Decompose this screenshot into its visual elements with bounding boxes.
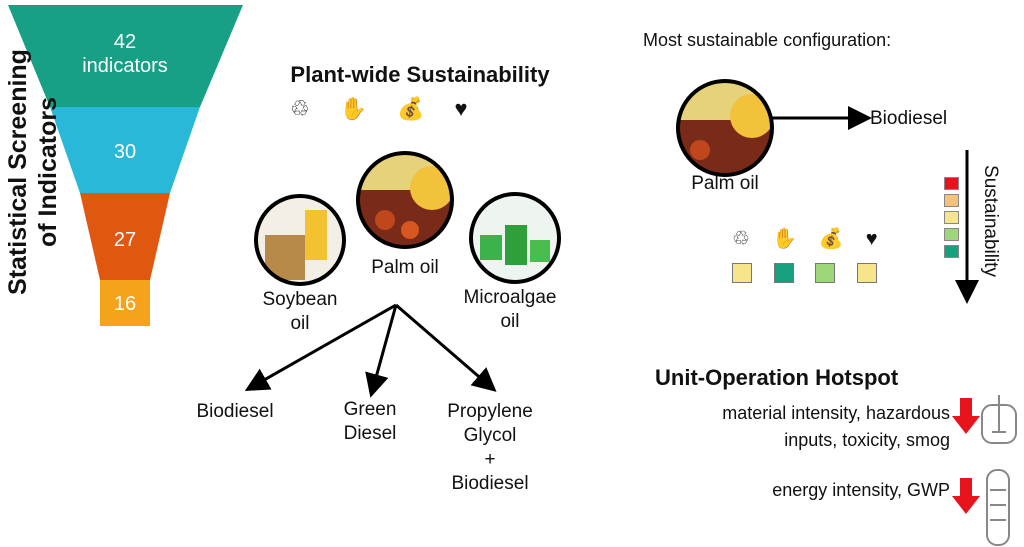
score-environment bbox=[732, 263, 752, 283]
hotspot-title: Unit-Operation Hotspot bbox=[655, 365, 899, 390]
palm-oil-image bbox=[359, 154, 451, 246]
microalgae-oil-image bbox=[472, 195, 558, 281]
health-heart-icon: ♥ bbox=[865, 228, 900, 250]
best-feedstock: Palm oil bbox=[691, 173, 759, 194]
scale-swatch-5 bbox=[944, 245, 959, 258]
money-bag-icon: 💰 bbox=[397, 96, 455, 121]
score-health bbox=[857, 263, 877, 283]
column-icon bbox=[986, 469, 1010, 546]
plant-wide-title: Plant-wide Sustainability bbox=[290, 62, 550, 87]
funnel-level-1 bbox=[8, 5, 243, 107]
funnel-level-4-label: 16 bbox=[113, 293, 137, 315]
soybean-oil-image bbox=[257, 197, 343, 283]
score-society bbox=[774, 263, 794, 283]
funnel-level-4 bbox=[100, 280, 150, 326]
society-hand-icon: ✋ bbox=[771, 228, 819, 250]
product-biodiesel: Biodiesel bbox=[196, 401, 274, 422]
environment-icon: ♲ bbox=[290, 96, 340, 121]
score-economy bbox=[815, 263, 835, 283]
health-heart-icon: ♥ bbox=[454, 96, 498, 121]
palm-oil-image-best bbox=[679, 82, 771, 174]
reactor-icon bbox=[981, 395, 1017, 444]
scale-swatch-3 bbox=[944, 211, 959, 224]
money-bag-icon: 💰 bbox=[818, 228, 866, 250]
funnel-level-3-label: 27 bbox=[113, 229, 137, 251]
funnel-level-2 bbox=[50, 107, 200, 193]
feedstock-palm-label: Palm oil bbox=[371, 257, 439, 278]
society-hand-icon: ✋ bbox=[339, 96, 398, 121]
funnel-level-2-label: 30 bbox=[113, 141, 137, 163]
product-arrows bbox=[244, 106, 979, 398]
best-config-title: Most sustainable configuration: bbox=[643, 30, 892, 50]
scale-swatch-2 bbox=[944, 194, 959, 207]
scale-swatch-1 bbox=[944, 177, 959, 190]
score-icons: ♲✋💰♥ bbox=[732, 226, 900, 251]
best-product: Biodiesel bbox=[870, 108, 948, 129]
hotspot-down-arrows bbox=[952, 398, 980, 514]
funnel-level-3 bbox=[80, 193, 170, 280]
environment-icon: ♲ bbox=[732, 228, 772, 250]
sustainability-icons: ♲✋💰♥ bbox=[290, 96, 498, 122]
sustainability-axis-label: Sustainability bbox=[980, 165, 1001, 277]
scale-swatch-4 bbox=[944, 228, 959, 241]
hotspot-item-2: energy intensity, GWP bbox=[772, 480, 950, 500]
